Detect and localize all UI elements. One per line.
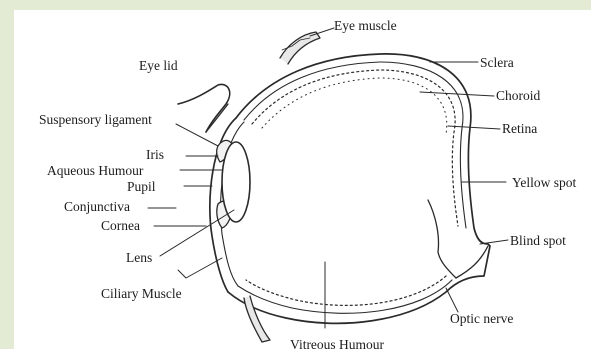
label-eye-muscle: Eye muscle bbox=[334, 18, 397, 34]
label-suspensory-ligament: Suspensory ligament bbox=[39, 112, 152, 128]
label-aqueous-humour: Aqueous Humour bbox=[47, 163, 143, 179]
label-lens: Lens bbox=[126, 250, 152, 266]
label-vitreous-humour: Vitreous Humour bbox=[290, 337, 384, 349]
label-cornea: Cornea bbox=[101, 218, 140, 234]
label-blind-spot: Blind spot bbox=[510, 233, 566, 249]
label-ciliary-muscle: Ciliary Muscle bbox=[101, 286, 182, 302]
label-choroid: Choroid bbox=[496, 88, 540, 104]
label-conjunctiva: Conjunctiva bbox=[64, 199, 130, 215]
lens bbox=[222, 142, 250, 222]
label-iris: Iris bbox=[146, 147, 164, 163]
label-optic-nerve: Optic nerve bbox=[450, 311, 513, 327]
label-yellow-spot: Yellow spot bbox=[512, 175, 576, 191]
label-eye-lid: Eye lid bbox=[139, 58, 178, 74]
label-retina: Retina bbox=[502, 121, 537, 137]
label-sclera: Sclera bbox=[480, 55, 514, 71]
label-pupil: Pupil bbox=[127, 179, 156, 195]
